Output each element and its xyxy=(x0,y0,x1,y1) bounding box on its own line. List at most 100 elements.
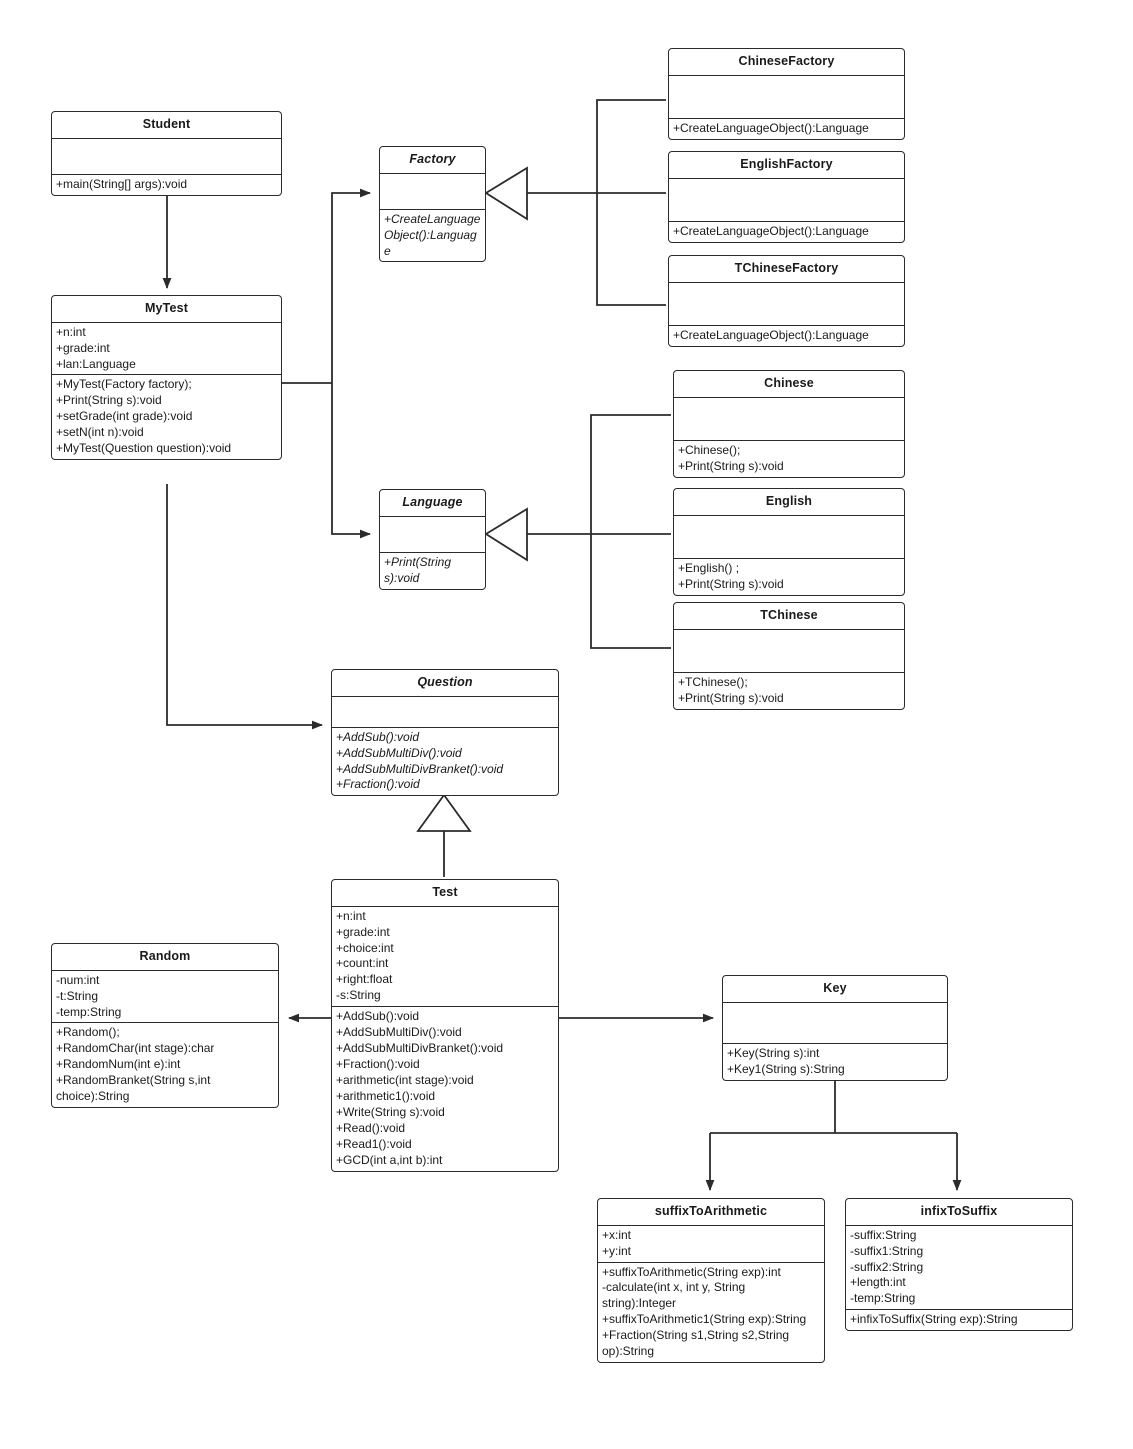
member-row: +setN(int n):void xyxy=(56,425,144,440)
edge-chinesefactory xyxy=(596,99,666,193)
class-operations-question: +AddSub():void +AddSubMultiDiv():void +A… xyxy=(332,728,558,796)
member-row: +RandomBranket(String s,int choice):Stri… xyxy=(56,1073,211,1104)
class-box-test[interactable]: Test +n:int +grade:int +choice:int +coun… xyxy=(331,879,559,1172)
member-row: +n:int xyxy=(336,908,366,923)
edge-chinese xyxy=(590,414,671,534)
member-row: -t:String xyxy=(56,988,99,1003)
class-operations-language: +Print(String s):void xyxy=(380,553,485,589)
class-box-chinesefactory[interactable]: ChineseFactory +CreateLanguageObject():L… xyxy=(668,48,905,140)
member-row: +Fraction(String s1,String s2,String op)… xyxy=(602,1328,790,1359)
class-title-key: Key xyxy=(723,976,947,1003)
member-row: -num:int xyxy=(56,972,100,987)
member-row: +count:int xyxy=(336,956,389,971)
class-operations-test: +AddSub():void +AddSubMultiDiv():void +A… xyxy=(332,1007,558,1171)
member-row: +Fraction():void xyxy=(336,777,420,792)
class-operations-english: +English() ; +Print(String s):void xyxy=(674,559,904,595)
class-box-tchinese[interactable]: TChinese +TChinese(); +Print(String s):v… xyxy=(673,602,905,710)
class-box-question[interactable]: Question +AddSub():void +AddSubMultiDiv(… xyxy=(331,669,559,797)
member-row: +suffixToArithmetic1(String exp):String xyxy=(602,1312,807,1327)
class-attributes-factory xyxy=(380,174,485,210)
member-row: +Print(String s):void xyxy=(384,554,452,585)
class-attributes-question xyxy=(332,697,558,728)
member-row: +CreateLanguageObject():Language xyxy=(384,211,481,258)
class-title-chinese: Chinese xyxy=(674,371,904,398)
class-attributes-student xyxy=(52,139,281,175)
member-row: +AddSubMultiDivBranket():void xyxy=(336,1041,504,1056)
class-box-infixtosuffix[interactable]: infixToSuffix -suffix:String -suffix1:St… xyxy=(845,1198,1073,1332)
class-box-factory[interactable]: Factory +CreateLanguageObject():Language xyxy=(379,146,486,263)
class-attributes-infixtosuffix: -suffix:String -suffix1:String -suffix2:… xyxy=(846,1226,1072,1311)
class-operations-random: +Random(); +RandomChar(int stage):char +… xyxy=(52,1023,278,1107)
class-box-random[interactable]: Random -num:int -t:String -temp:String +… xyxy=(51,943,279,1109)
member-row: +English() ; xyxy=(678,560,740,575)
class-operations-student: +main(String[] args):void xyxy=(52,175,281,195)
member-row: +suffixToArithmetic(String exp):int xyxy=(602,1264,781,1279)
member-row: +right:float xyxy=(336,972,393,987)
member-row: +Read():void xyxy=(336,1121,406,1136)
member-row: +RandomNum(int e):int xyxy=(56,1057,181,1072)
member-row: +MyTest(Factory factory); xyxy=(56,377,192,392)
member-row: -s:String xyxy=(336,988,381,1003)
member-row: +grade:int xyxy=(56,340,110,355)
member-row: +RandomChar(int stage):char xyxy=(56,1041,215,1056)
class-attributes-key xyxy=(723,1003,947,1044)
class-box-language[interactable]: Language +Print(String s):void xyxy=(379,489,486,590)
class-title-infixtosuffix: infixToSuffix xyxy=(846,1199,1072,1226)
class-attributes-tchinesefactory xyxy=(669,283,904,326)
class-operations-englishfactory: +CreateLanguageObject():Language xyxy=(669,222,904,242)
class-box-englishfactory[interactable]: EnglishFactory +CreateLanguageObject():L… xyxy=(668,151,905,243)
member-row: +AddSubMultiDiv():void xyxy=(336,1025,462,1040)
generalization-triangle-language xyxy=(484,507,528,562)
class-title-tchinese: TChinese xyxy=(674,603,904,630)
member-row: +grade:int xyxy=(336,924,390,939)
class-attributes-chinesefactory xyxy=(669,76,904,119)
member-row: +AddSubMultiDiv():void xyxy=(336,745,462,760)
class-title-test: Test xyxy=(332,880,558,907)
class-operations-mytest: +MyTest(Factory factory); +Print(String … xyxy=(52,375,281,459)
class-box-mytest[interactable]: MyTest +n:int +grade:int +lan:Language +… xyxy=(51,295,282,461)
member-row: +x:int xyxy=(602,1227,632,1242)
member-row: +Key(String s):int xyxy=(727,1045,820,1060)
class-title-mytest: MyTest xyxy=(52,296,281,323)
class-box-english[interactable]: English +English() ; +Print(String s):vo… xyxy=(673,488,905,596)
class-title-random: Random xyxy=(52,944,278,971)
edge-mytest-to-question xyxy=(166,484,323,730)
class-title-chinesefactory: ChineseFactory xyxy=(669,49,904,76)
class-box-tchinesefactory[interactable]: TChineseFactory +CreateLanguageObject():… xyxy=(668,255,905,347)
member-row: +MyTest(Question question):void xyxy=(56,441,232,456)
member-row: +length:int xyxy=(850,1275,906,1290)
member-row: +infixToSuffix(String exp):String xyxy=(850,1312,1018,1327)
member-row: +main(String[] args):void xyxy=(56,176,188,191)
member-row: +Read1():void xyxy=(336,1136,412,1151)
class-title-language: Language xyxy=(380,490,485,517)
member-row: -suffix2:String xyxy=(850,1259,924,1274)
class-operations-tchinese: +TChinese(); +Print(String s):void xyxy=(674,673,904,709)
member-row: +AddSub():void xyxy=(336,729,420,744)
edge-tchinese xyxy=(590,534,671,649)
member-row: +CreateLanguageObject():Language xyxy=(673,327,869,342)
member-row: +Fraction():void xyxy=(336,1057,420,1072)
member-row: +arithmetic1():void xyxy=(336,1089,436,1104)
class-attributes-englishfactory xyxy=(669,179,904,222)
class-operations-suffixtoarithmetic: +suffixToArithmetic(String exp):int -cal… xyxy=(598,1263,824,1363)
member-row: +AddSub():void xyxy=(336,1009,420,1024)
class-title-english: English xyxy=(674,489,904,516)
class-operations-chinese: +Chinese(); +Print(String s):void xyxy=(674,441,904,477)
member-row: +Print(String s):void xyxy=(56,393,162,408)
class-attributes-chinese xyxy=(674,398,904,441)
class-attributes-tchinese xyxy=(674,630,904,673)
class-box-key[interactable]: Key +Key(String s):int +Key1(String s):S… xyxy=(722,975,948,1081)
member-row: +Print(String s):void xyxy=(678,576,784,591)
member-row: +y:int xyxy=(602,1243,632,1258)
class-title-question: Question xyxy=(332,670,558,697)
member-row: +n:int xyxy=(56,324,86,339)
class-title-englishfactory: EnglishFactory xyxy=(669,152,904,179)
member-row: +Chinese(); xyxy=(678,442,741,457)
class-box-chinese[interactable]: Chinese +Chinese(); +Print(String s):voi… xyxy=(673,370,905,478)
member-row: +Random(); xyxy=(56,1025,120,1040)
generalization-triangle-question xyxy=(416,793,472,832)
class-box-student[interactable]: Student +main(String[] args):void xyxy=(51,111,282,196)
class-box-suffixtoarithmetic[interactable]: suffixToArithmetic +x:int +y:int +suffix… xyxy=(597,1198,825,1364)
member-row: +Print(String s):void xyxy=(678,690,784,705)
